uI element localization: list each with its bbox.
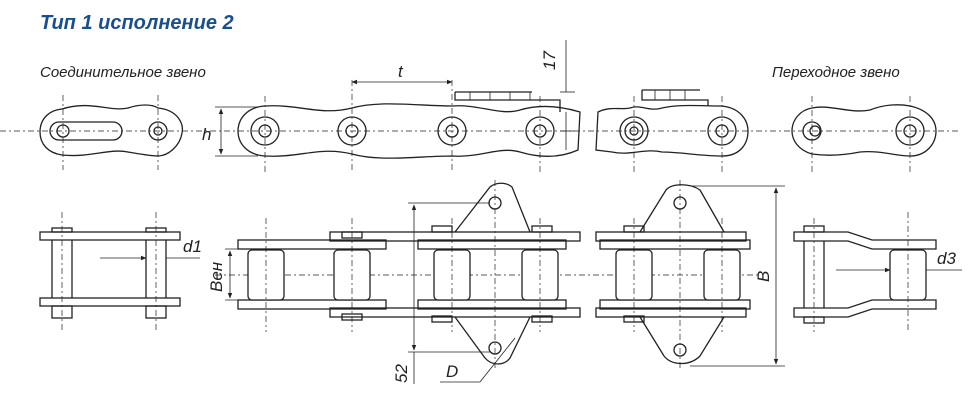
dim-t: t bbox=[398, 62, 404, 81]
connecting-link-side bbox=[39, 95, 184, 170]
dim-d1: d1 bbox=[183, 237, 202, 256]
chain-plan-right: B bbox=[595, 180, 785, 370]
chain-plan: Вен 52 D bbox=[207, 180, 581, 384]
page-title: Тип 1 исполнение 2 bbox=[40, 12, 234, 34]
transition-link-plan: d3 bbox=[793, 212, 962, 332]
dim-52: 52 bbox=[392, 364, 411, 383]
chain-side bbox=[237, 80, 581, 172]
dim-D: D bbox=[446, 362, 458, 381]
transition-link-side bbox=[791, 96, 937, 172]
connecting-link-plan: d1 bbox=[39, 212, 202, 330]
dim-ven: Вен bbox=[207, 261, 226, 292]
dim-B: B bbox=[754, 271, 773, 282]
caption-connecting-link: Соединительное звено bbox=[40, 64, 206, 81]
chain-side-right bbox=[595, 89, 749, 172]
dim-17: 17 bbox=[540, 51, 559, 70]
dim-d3: d3 bbox=[937, 249, 956, 268]
side-view: t h 17 bbox=[0, 40, 960, 172]
caption-transition-link: Переходное звено bbox=[772, 64, 900, 81]
plan-view: d1 bbox=[39, 180, 962, 384]
dim-h: h bbox=[202, 125, 211, 144]
